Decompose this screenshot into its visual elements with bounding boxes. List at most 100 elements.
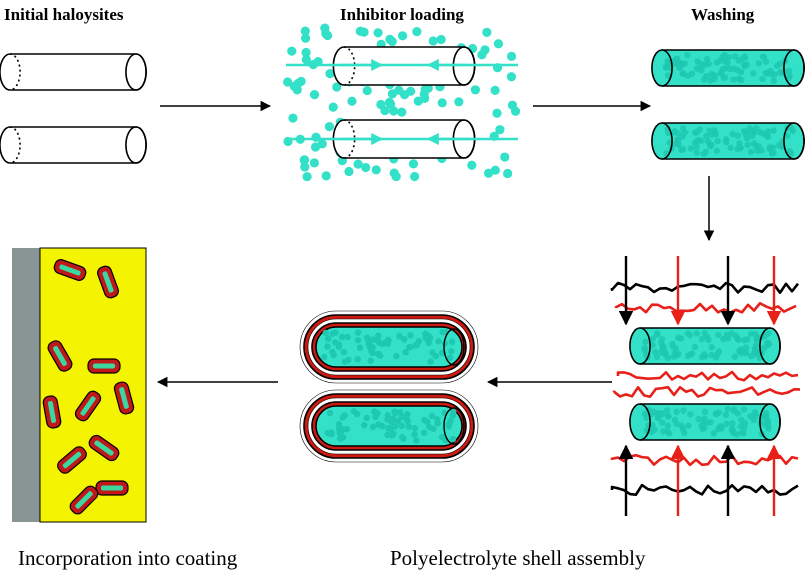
inhibitor-particle-icon xyxy=(750,140,758,147)
inhibitor-particle-icon xyxy=(411,425,419,432)
inhibitor-particle-icon xyxy=(407,332,414,339)
inhibitor-particle-icon xyxy=(787,150,795,157)
inhibitor-particle-icon xyxy=(786,72,793,79)
inhibitor-particle-icon xyxy=(695,415,702,423)
inhibitor-particle-icon xyxy=(354,336,362,344)
inhibitor-particle-icon xyxy=(375,332,382,339)
inhibitor-particle-icon xyxy=(679,70,687,77)
inhibitor-particle-icon xyxy=(701,408,709,415)
inhibitor-particle-icon xyxy=(492,108,502,118)
inhibitor-particle-icon xyxy=(394,417,402,425)
inhibitor-particle-icon xyxy=(649,341,656,349)
inhibitor-particle-icon xyxy=(396,408,404,416)
inhibitor-particle-icon xyxy=(736,144,743,151)
inhibitor-particle-icon xyxy=(301,54,311,65)
tube-end xyxy=(783,122,805,160)
process-arrows xyxy=(156,100,715,388)
inhibitor-particle-icon xyxy=(730,76,737,83)
inhibitor-particle-icon xyxy=(666,430,673,437)
inhibitor-particle-icon xyxy=(288,113,298,123)
inhibitor-particle-icon xyxy=(698,335,706,343)
inhibitor-particle-icon xyxy=(737,68,745,76)
inhibitor-particle-icon xyxy=(384,97,395,107)
inhibitor-particle-icon xyxy=(728,427,736,434)
inhibitor-particle-icon xyxy=(449,435,457,443)
polycation-chain xyxy=(610,453,799,467)
inhibitor-particle-icon xyxy=(428,412,436,420)
inhibitor-particle-icon xyxy=(338,333,346,341)
inhibitor-particle-icon xyxy=(310,142,321,152)
inhibitor-particle-icon xyxy=(407,343,414,351)
inhibitor-particle-icon xyxy=(503,168,513,179)
inhibitor-particle-icon xyxy=(445,423,452,430)
particle-core xyxy=(80,396,96,416)
inhibitor-particle-icon xyxy=(426,423,433,431)
inhibitor-particle-icon xyxy=(729,420,736,427)
inhibitor-particle-icon xyxy=(336,429,343,436)
inhibitor-particle-icon xyxy=(341,358,349,365)
loading-tubes xyxy=(283,23,521,182)
inhibitor-particle-icon xyxy=(439,433,446,441)
inhibitor-particle-icon xyxy=(371,165,381,175)
inhibitor-particle-icon xyxy=(731,353,739,360)
inhibitor-particle-icon xyxy=(343,426,351,433)
inhibitor-particle-icon xyxy=(770,149,777,157)
inhibitor-particle-icon xyxy=(384,431,391,439)
inhibitor-particle-icon xyxy=(660,345,667,352)
inhibitor-particle-icon xyxy=(659,410,667,417)
tube-end xyxy=(125,53,147,91)
inhibitor-particle-icon xyxy=(724,405,732,413)
inhibitor-particle-icon xyxy=(741,424,748,432)
inhibitor-particle-icon xyxy=(664,72,672,79)
inhibitor-particle-icon xyxy=(434,420,441,427)
inhibitor-particle-icon xyxy=(379,422,386,430)
embedded-particle xyxy=(53,259,87,281)
shelled-tube xyxy=(299,310,479,384)
inhibitor-particle-icon xyxy=(325,69,335,79)
inhibitor-filling xyxy=(662,51,793,85)
inhibitor-particle-icon xyxy=(660,428,667,435)
inhibitor-particle-icon xyxy=(432,353,439,360)
inhibitor-particle-icon xyxy=(762,69,770,77)
inhibitor-particle-icon xyxy=(664,413,672,420)
inhibitor-particle-icon xyxy=(731,53,739,60)
polycation-chain xyxy=(616,370,799,382)
inhibitor-particle-icon xyxy=(320,23,330,33)
inhibitor-particle-icon xyxy=(402,349,409,356)
particle-core xyxy=(62,451,82,469)
inhibitor-particle-icon xyxy=(391,171,401,182)
inhibitor-particle-icon xyxy=(727,144,734,151)
inhibitor-particle-icon xyxy=(710,430,717,437)
inhibitor-particle-icon xyxy=(420,93,430,103)
inhibitor-particle-icon xyxy=(721,51,728,59)
inhibitor-particle-icon xyxy=(724,335,732,342)
inhibitor-particle-icon xyxy=(654,331,661,338)
tube-start xyxy=(9,126,21,164)
tube-end xyxy=(759,327,781,365)
inhibitor-particle-icon xyxy=(300,162,310,172)
embedded-particle xyxy=(87,358,121,374)
inhibitor-particle-icon xyxy=(340,348,348,356)
inhibitor-particle-icon xyxy=(354,329,362,336)
embedded-particle xyxy=(74,390,102,422)
inhibitor-particle-icon xyxy=(361,162,371,173)
inhibitor-particle-icon xyxy=(424,418,431,426)
inhibitor-particle-icon xyxy=(773,62,781,69)
inhibitor-particle-icon xyxy=(411,431,418,438)
inhibitor-particle-icon xyxy=(694,137,701,144)
shelled-tube xyxy=(299,389,479,463)
initial-tubes xyxy=(0,53,147,164)
inhibitor-particle-icon xyxy=(495,125,505,135)
inhibitor-filling xyxy=(324,408,457,444)
inhibitor-particle-icon xyxy=(385,34,395,44)
inhibitor-particle-icon xyxy=(732,332,740,340)
inhibitor-particle-icon xyxy=(685,422,692,429)
halloysite-tube-icon xyxy=(629,327,781,365)
inhibitor-particle-icon xyxy=(711,72,719,79)
inhibitor-particle-icon xyxy=(506,51,517,61)
inhibitor-particle-icon xyxy=(702,73,710,80)
inhibitor-particle-icon xyxy=(738,429,746,437)
inhibitor-particle-icon xyxy=(693,330,700,337)
embedded-particle xyxy=(88,434,120,462)
inhibitor-particle-icon xyxy=(427,358,434,365)
